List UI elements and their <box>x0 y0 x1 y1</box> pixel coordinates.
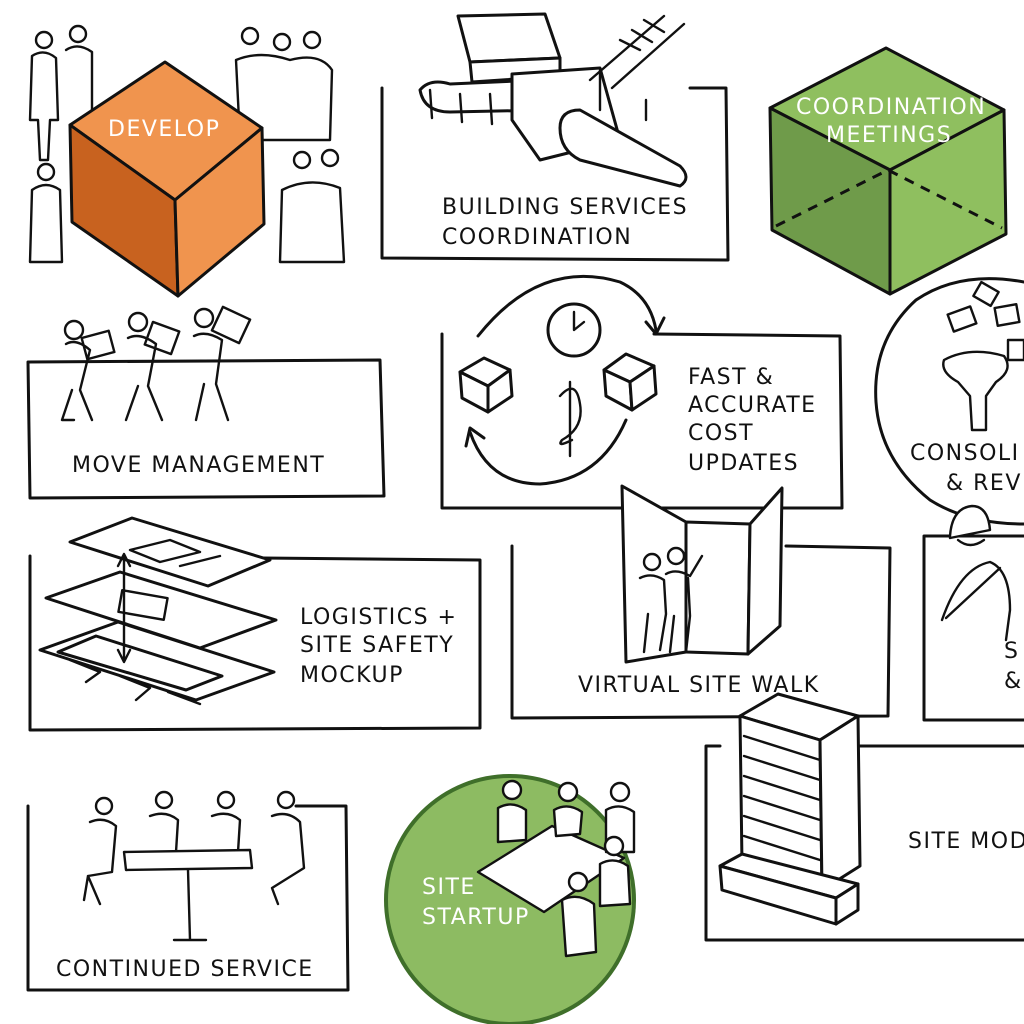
logistics-line2: SITE SAFETY <box>300 633 454 658</box>
continued-service-label: CONTINUED SERVICE <box>56 957 314 982</box>
cost-updates-line4: UPDATES <box>688 451 799 476</box>
building-services-line2: COORDINATION <box>442 225 632 250</box>
cost-updates-line2: ACCURATE <box>688 393 817 418</box>
cost-updates-tile: FAST & ACCURATE COST UPDATES <box>440 274 844 510</box>
site-startup-line2: STARTUP <box>422 905 530 930</box>
cost-updates-line1: FAST & <box>688 365 774 390</box>
logistics-tile: LOGISTICS + SITE SAFETY MOCKUP <box>28 516 482 732</box>
move-management-label: MOVE MANAGEMENT <box>72 453 325 478</box>
logistics-line1: LOGISTICS + <box>300 605 457 630</box>
safety-partial-line1: S <box>1004 639 1019 664</box>
ductwork-icon <box>418 12 688 188</box>
develop-cube <box>68 60 266 298</box>
people-carrying-icon <box>60 305 252 422</box>
coordination-meetings-line1: COORDINATION <box>796 95 986 120</box>
continued-service-tile: CONTINUED SERVICE <box>26 790 350 992</box>
develop-tile: DEVELOP <box>28 24 346 298</box>
develop-label: DEVELOP <box>108 117 220 142</box>
logistics-line3: MOCKUP <box>300 663 404 688</box>
hardhat-worker-icon <box>940 504 1012 642</box>
coordination-meetings-tile: COORDINATION MEETINGS <box>768 46 1008 296</box>
virtual-walk-tile: VIRTUAL SITE WALK <box>510 484 892 720</box>
site-startup-line1: SITE <box>422 875 476 900</box>
clock-dollar-cycle-icon <box>458 274 666 486</box>
move-management-tile: MOVE MANAGEMENT <box>26 305 386 500</box>
site-model-label: SITE MOD <box>908 829 1024 854</box>
funnel-icon <box>942 280 1024 432</box>
group-table-icon <box>476 779 636 958</box>
people-group-left <box>28 24 94 264</box>
site-startup-tile: SITE STARTUP <box>384 774 636 1024</box>
meeting-table-icon <box>82 790 306 942</box>
stacked-floors-icon <box>38 516 278 706</box>
building-model-icon <box>718 692 862 926</box>
safety-partial-line2: & <box>1004 669 1023 694</box>
site-model-tile: SITE MOD <box>704 692 1024 942</box>
building-services-tile: BUILDING SERVICES COORDINATION <box>380 12 730 262</box>
door-people-icon <box>620 484 784 664</box>
people-group-right <box>234 26 346 264</box>
consolidate-tile: CONSOLI & REV <box>874 277 1024 526</box>
consolidate-line2: & REV <box>946 471 1022 496</box>
safety-partial-tile: S & <box>922 504 1024 722</box>
building-services-line1: BUILDING SERVICES <box>442 195 688 220</box>
coordination-meetings-line2: MEETINGS <box>826 123 952 148</box>
consolidate-line1: CONSOLI <box>910 441 1020 466</box>
cost-updates-line3: COST <box>688 421 754 446</box>
